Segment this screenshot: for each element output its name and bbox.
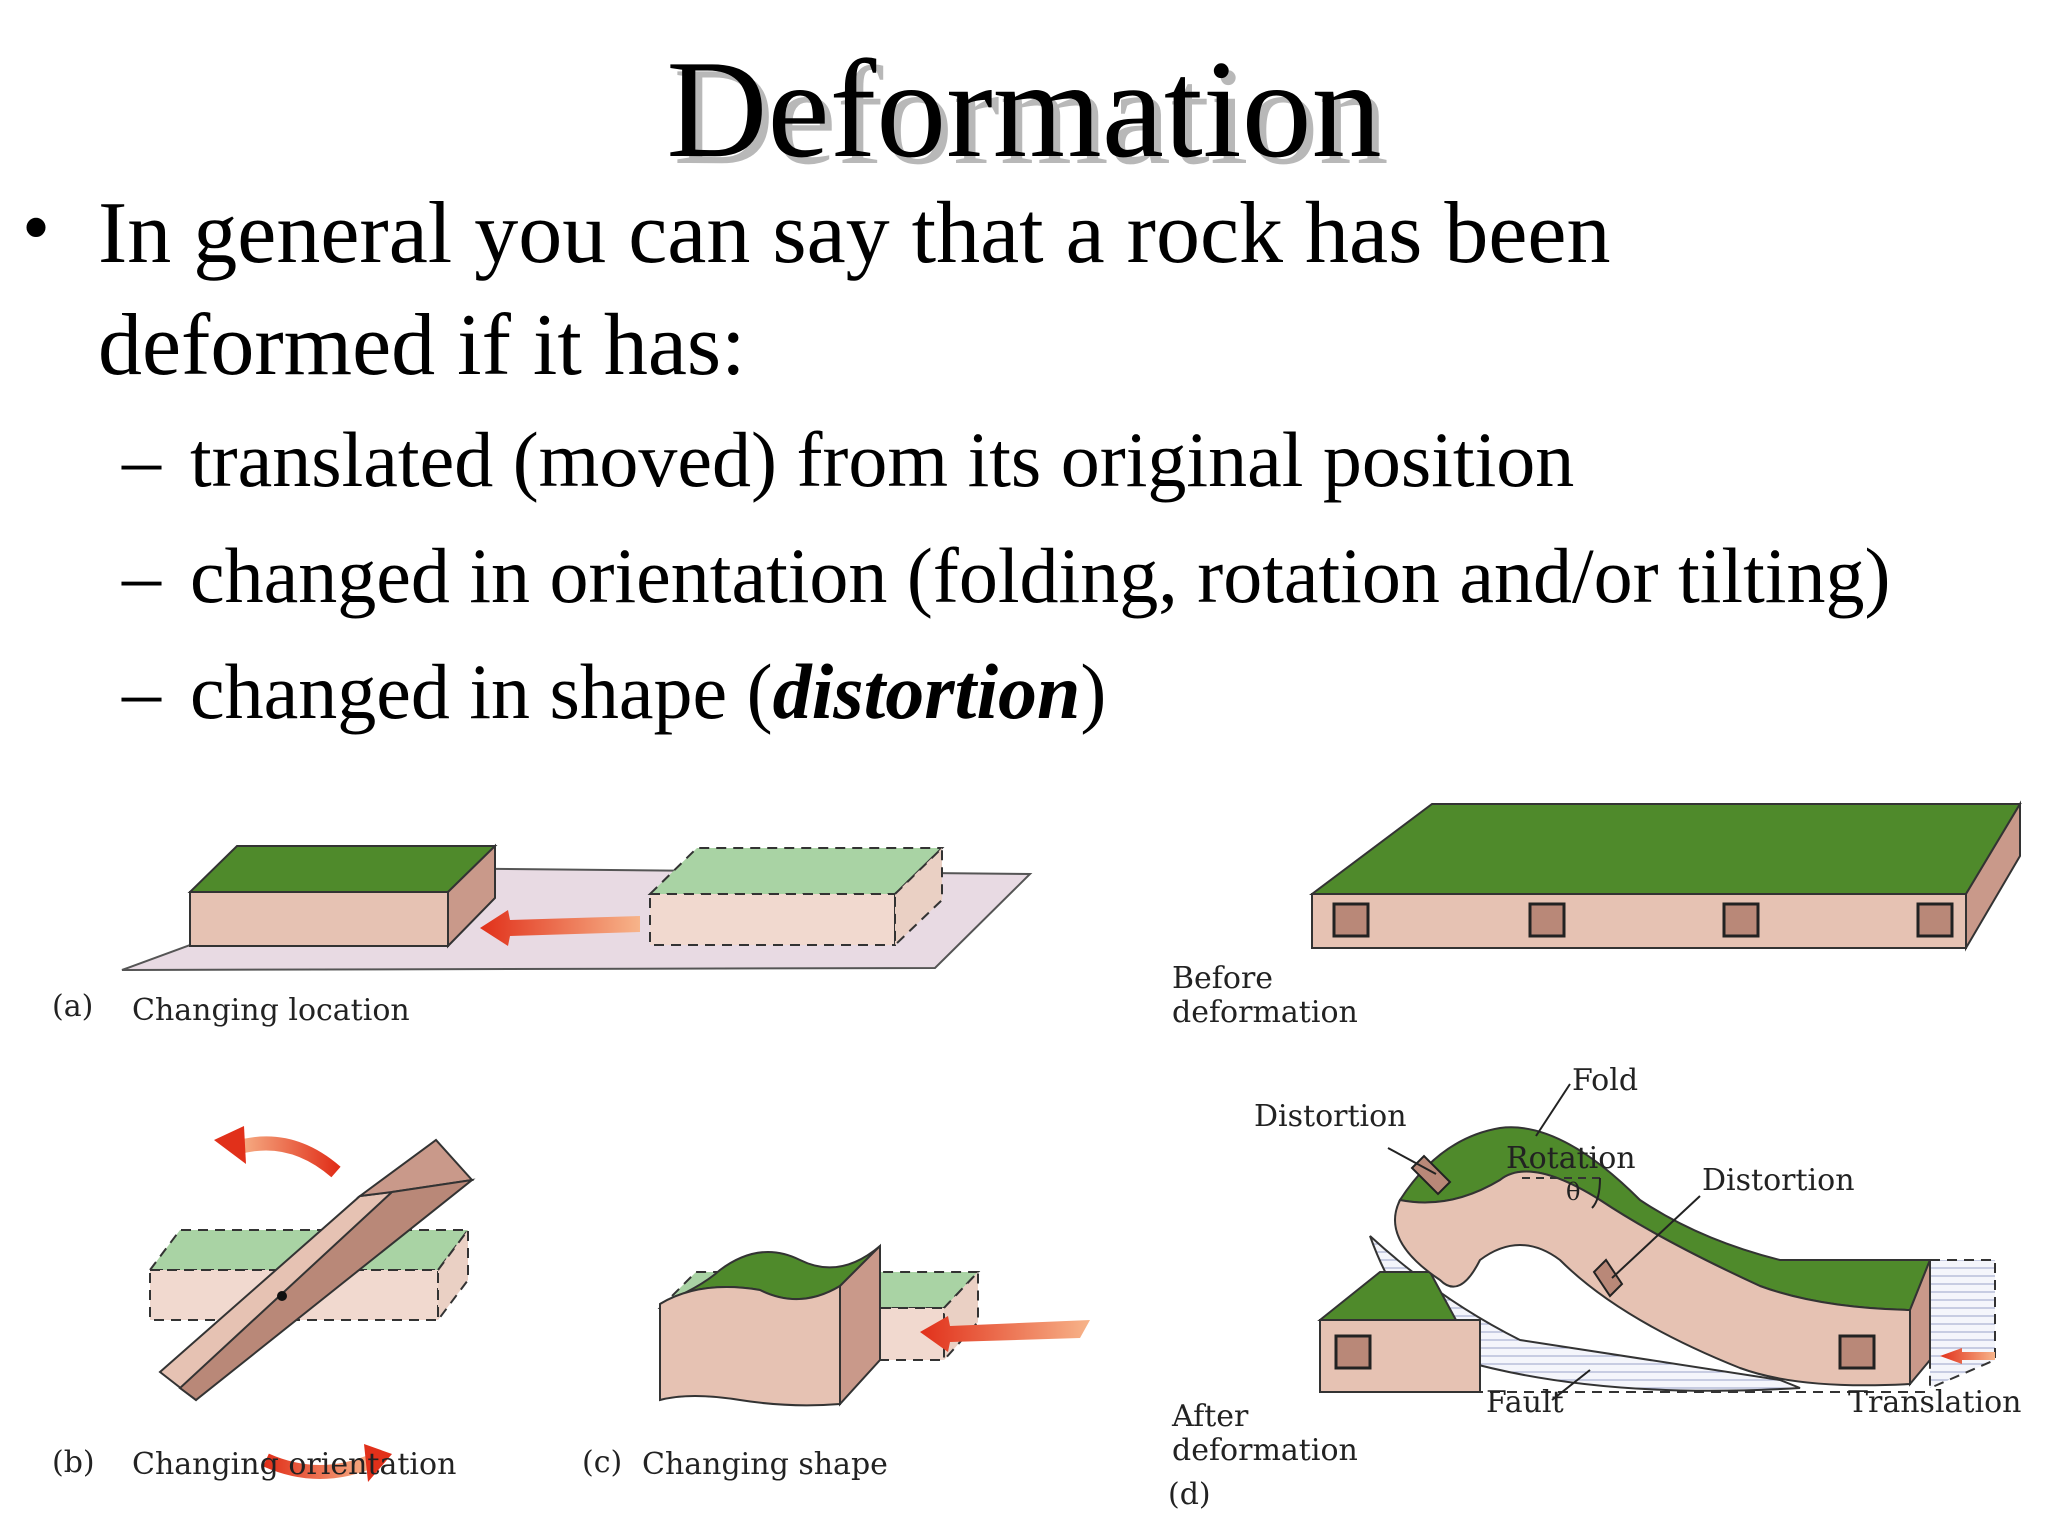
sub-bullet-translated: –translated (moved) from its original po… — [122, 410, 1574, 510]
panel-d-before-diagram — [1309, 800, 2022, 952]
sub-bullet-shape: –changed in shape (distortion) — [122, 642, 1106, 742]
ghost-block-side — [894, 845, 943, 948]
block-front — [189, 891, 449, 947]
slab-side — [1965, 800, 2021, 952]
before-label-line2: deformation — [1172, 995, 1358, 1030]
marker-square — [1722, 902, 1760, 938]
panel-b-caption: Changing orientation — [132, 1447, 456, 1482]
marker-square — [1838, 1334, 1876, 1370]
panel-d-after-diagram — [1317, 1083, 1996, 1401]
bullet-dot: • — [22, 184, 51, 272]
translation-ghost — [1929, 1259, 1996, 1390]
shape-block-front — [659, 1284, 841, 1407]
label-rotation: Rotation — [1506, 1141, 1636, 1176]
panel-a-caption: Changing location — [132, 993, 410, 1028]
dash-marker: – — [122, 648, 161, 735]
marker-square — [1528, 902, 1566, 938]
fold-body — [1394, 1170, 1911, 1387]
rotation-arrow-bottom-shaft — [263, 1453, 377, 1479]
distorted-marker-right — [1592, 1258, 1624, 1298]
sub-bullet-text-end: ) — [1080, 648, 1107, 735]
panel-b-letter: (b) — [52, 1445, 95, 1480]
deformation-figure: (a) Changing location (b) Changing orien… — [52, 800, 2022, 1512]
slab-top-grass — [1309, 803, 2022, 895]
slab-front — [1311, 893, 1967, 949]
before-label-line1: Before — [1172, 961, 1273, 996]
marker-square — [1332, 902, 1370, 938]
rotation-arrow-top-shaft — [234, 1136, 341, 1178]
sub-bullet-text: translated (moved) from its original pos… — [190, 416, 1575, 503]
label-distortion-right: Distortion — [1702, 1163, 1855, 1198]
rotation-arrow-top-head — [214, 1126, 246, 1164]
label-fold: Fold — [1572, 1063, 1638, 1098]
shape-block-side — [839, 1243, 881, 1407]
panel-c-diagram — [657, 1243, 1090, 1407]
rotation-arrow-bottom-head — [364, 1444, 392, 1482]
compression-arrow — [920, 1316, 1090, 1352]
rotation-arc — [1591, 1177, 1601, 1209]
translation-arrow — [1940, 1348, 1995, 1364]
lower-block-top-grass — [1317, 1271, 1458, 1321]
ghost-block-top — [647, 847, 945, 895]
panel-c-caption: Changing shape — [642, 1447, 888, 1482]
fold-side — [1909, 1259, 1931, 1387]
sub-bullet-text: changed in shape ( — [190, 648, 773, 735]
label-fault: Fault — [1486, 1385, 1564, 1420]
panel-c-letter: (c) — [582, 1445, 622, 1480]
label-distortion-left: Distortion — [1254, 1099, 1407, 1134]
leader-fold — [1535, 1083, 1571, 1137]
marker-square — [1916, 902, 1954, 938]
panel-d-letter: (d) — [1168, 1477, 1211, 1512]
rotation-pivot — [277, 1291, 287, 1301]
label-translation: Translation — [1848, 1385, 2021, 1420]
dash-marker: – — [122, 532, 161, 619]
ghost-block-side — [437, 1227, 469, 1323]
after-label-line2: deformation — [1172, 1433, 1358, 1468]
arrow-left — [480, 910, 640, 946]
sub-bullet-text: changed in orientation (folding, rotatio… — [190, 532, 1891, 619]
panel-a-diagram — [121, 843, 1033, 971]
panel-b-diagram — [148, 1126, 476, 1482]
leader-fault — [1551, 1369, 1591, 1401]
leader-distortion-left — [1387, 1147, 1437, 1175]
label-theta: θ — [1566, 1178, 1580, 1206]
block-top-grass — [187, 845, 498, 893]
after-label-line1: After — [1171, 1399, 1249, 1434]
marker-square — [1334, 1334, 1372, 1370]
main-bullet: In general you can say that a rock has b… — [98, 185, 1611, 394]
tilted-block-side — [178, 1178, 476, 1402]
sub-bullet-orientation: –changed in orientation (folding, rotati… — [122, 526, 1890, 626]
dash-marker: – — [122, 416, 161, 503]
block-side — [447, 843, 496, 949]
panel-a-letter: (a) — [52, 989, 93, 1024]
ghost-block-front — [649, 893, 896, 946]
emphasis-distortion: distortion — [772, 648, 1081, 735]
leader-distortion-right — [1611, 1195, 1701, 1279]
slide-title: Deformation — [666, 32, 1382, 187]
